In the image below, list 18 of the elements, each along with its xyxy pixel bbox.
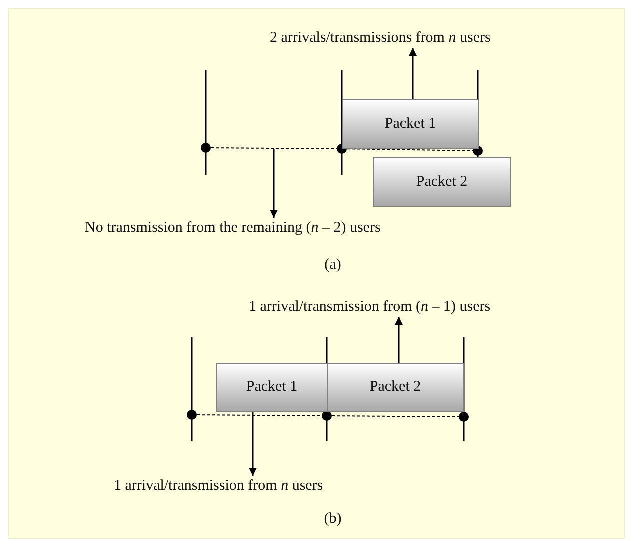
annotation-text: 2 arrivals/transmissions from n users: [270, 29, 491, 47]
packet-label: Packet 1: [384, 116, 436, 132]
panel-label: (b): [324, 510, 342, 528]
arrow: [270, 149, 278, 218]
packet-label: Packet 2: [416, 174, 468, 190]
packet-box: [373, 157, 511, 207]
packet-box: [327, 363, 464, 412]
packet-label: Packet 1: [246, 379, 298, 396]
panel-label: (a): [324, 256, 342, 274]
arrow: [409, 48, 417, 99]
arrow: [395, 317, 403, 363]
packet-box: [342, 99, 479, 149]
packet-box: [216, 363, 328, 412]
annotation-text: 1 arrival/transmission from n users: [114, 477, 324, 495]
annotation-text: 1 arrival/transmission from (n – 1) users: [249, 298, 491, 316]
packet-label: Packet 2: [370, 379, 422, 396]
arrow: [249, 412, 257, 476]
annotation-text: No transmission from the remaining (n – 2) users: [85, 219, 381, 237]
